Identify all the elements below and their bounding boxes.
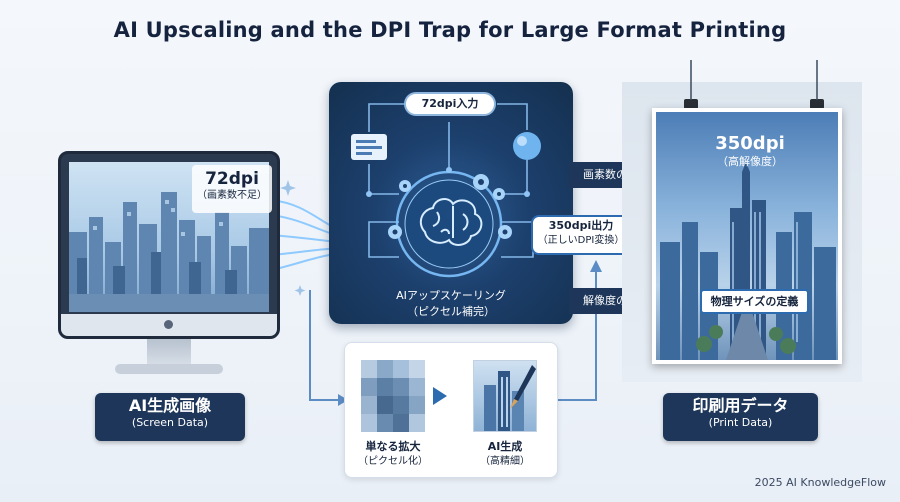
ai-detail-pattern — [484, 365, 536, 431]
ai-upscaling-caption: AIアップスケーリング （ピクセル補完） — [329, 288, 573, 320]
ai-generated-thumbnail — [473, 360, 537, 432]
poster-clip-right-icon — [810, 99, 824, 109]
hi-res-city-image — [660, 162, 836, 360]
simple-enlarge-note: （ピクセル化） — [358, 455, 428, 467]
compare-arrow-icon — [433, 387, 447, 405]
path-to-compare — [309, 290, 344, 401]
pixelated-city-image — [69, 192, 269, 312]
poster-dpi-label: 350dpi （高解像度） — [700, 133, 800, 169]
poster-image — [656, 112, 838, 360]
document-icon — [351, 134, 387, 160]
ai-generated-label: AI生成 （高精細） — [460, 440, 550, 468]
print-data-badge-subtitle: (Print Data) — [708, 416, 773, 429]
ai-caption-title: AIアップスケーリング — [396, 289, 506, 302]
pixelated-thumbnail — [361, 360, 425, 432]
monitor-chin — [61, 314, 277, 336]
monitor-stand — [147, 339, 191, 367]
monitor-base — [115, 364, 223, 374]
input-72dpi-pill: 72dpi入力 — [404, 92, 496, 116]
ai-image-badge: AI生成画像 (Screen Data) — [95, 393, 245, 441]
compare-arrowhead — [338, 394, 348, 406]
poster-clip-left-icon — [684, 99, 698, 109]
print-poster — [652, 108, 842, 364]
screen-dpi-label: 72dpi （画素数不足） — [192, 165, 272, 213]
ai-image-badge-subtitle: (Screen Data) — [131, 416, 209, 429]
gear-icons — [388, 174, 512, 239]
ai-caption-subtitle: （ピクセル補完） — [407, 304, 495, 318]
up-arrowhead — [590, 260, 602, 272]
poster-dpi-note: （高解像度） — [717, 154, 783, 168]
simple-enlarge-label: 単なる拡大 （ピクセル化） — [348, 440, 438, 468]
credit-text: 2025 AI KnowledgeFlow — [754, 476, 886, 489]
page-title: AI Upscaling and the DPI Trap for Large … — [113, 18, 787, 42]
sphere-icon — [513, 132, 541, 160]
poster-dpi-value: 350dpi — [715, 133, 785, 154]
sparkle-icons — [280, 180, 306, 296]
ai-image-badge-title: AI生成画像 — [128, 396, 212, 415]
screen-dpi-value: 72dpi — [205, 169, 259, 189]
pixelated-pattern — [361, 360, 425, 432]
simple-enlarge-title: 単なる拡大 — [365, 440, 421, 453]
ai-brain-diagram — [351, 103, 541, 278]
physical-size-pill: 物理サイズの定義 — [700, 289, 809, 314]
output-350dpi-label: 350dpi出力 — [548, 219, 614, 232]
pen-brush-icon — [510, 365, 536, 409]
ai-generated-title: AI生成 — [487, 440, 523, 453]
brain-icon — [419, 198, 483, 246]
print-data-badge: 印刷用データ (Print Data) — [663, 393, 818, 441]
ai-generated-note: （高精細） — [480, 455, 530, 467]
power-button-icon — [164, 320, 173, 329]
output-350dpi-note: （正しいDPI変換） — [537, 234, 625, 246]
screen-dpi-note: （画素数不足） — [197, 190, 267, 202]
ai-upscaling-panel — [329, 82, 573, 324]
print-data-badge-title: 印刷用データ — [692, 396, 789, 415]
